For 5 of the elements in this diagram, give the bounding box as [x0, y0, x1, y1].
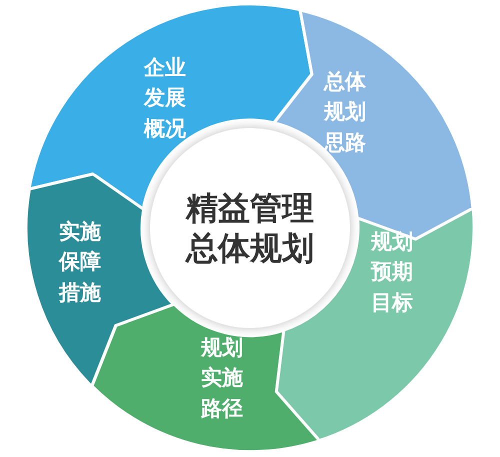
center-title: 精益管理总体规划 [184, 188, 315, 268]
segment-label: 规划实施路径 [200, 334, 244, 422]
segment-label: 实施保障措施 [58, 218, 102, 306]
segment-label: 总体规划思路 [322, 68, 367, 156]
segment-label: 企业发展概况 [142, 54, 187, 142]
